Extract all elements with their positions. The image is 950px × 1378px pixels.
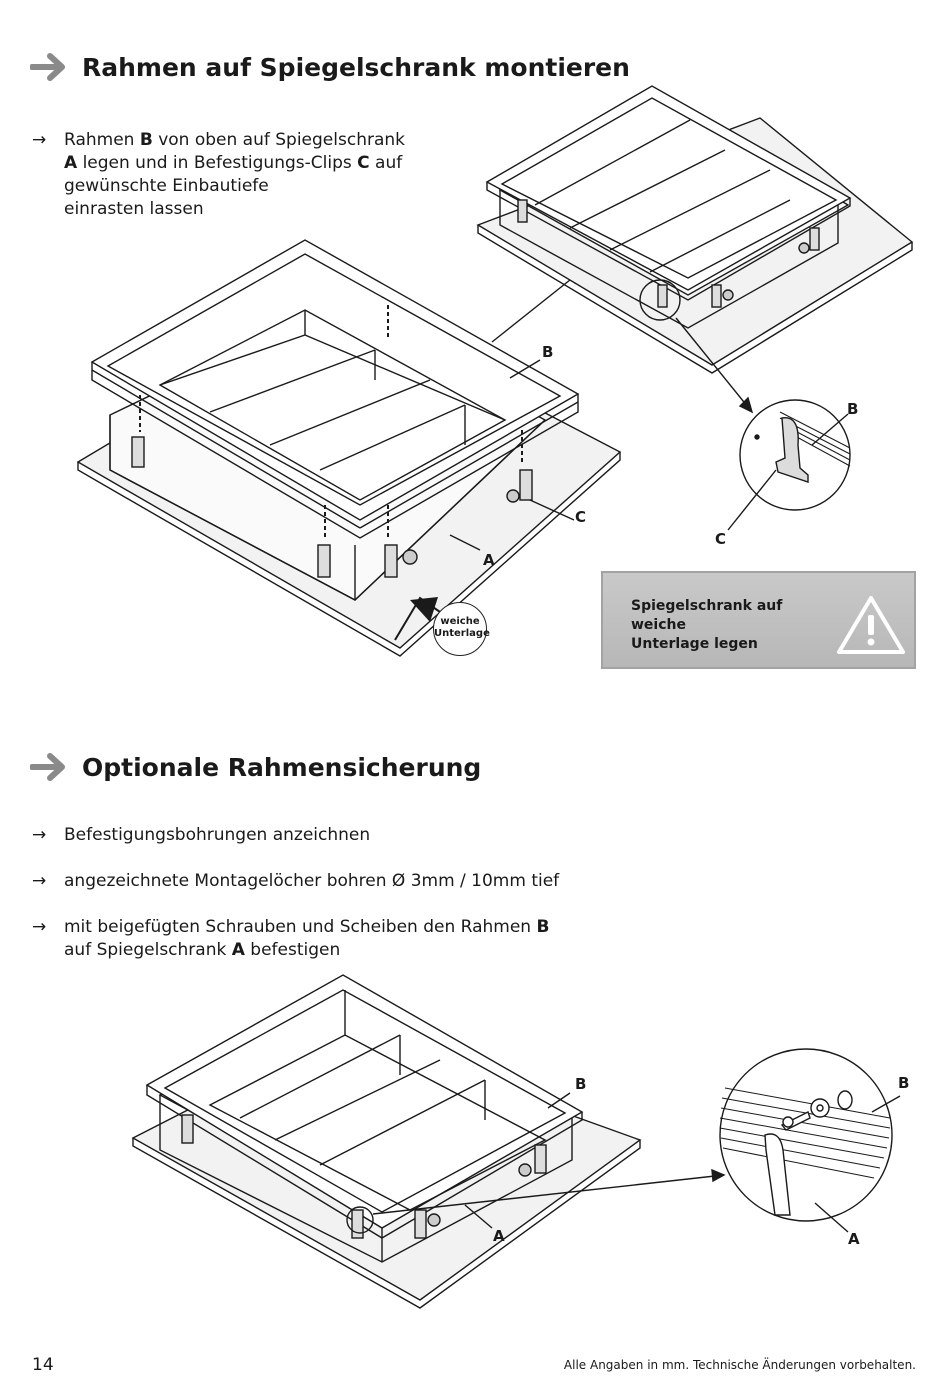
section-title-text: Optionale Rahmensicherung — [82, 752, 482, 782]
section-arrow-icon — [30, 53, 65, 81]
label-detail-frame-b: B — [847, 400, 859, 418]
label-detail-clip-c: C — [715, 530, 727, 548]
instruction-step-drill-holes: → angezeichnete Montagelöcher bohren Ø 3… — [32, 871, 560, 891]
label-cabinet-a: A — [493, 1227, 505, 1245]
instruction-step-mark-holes: → Befestigungsbohrungen anzeichnen — [32, 825, 371, 845]
label-detail-frame-b: B — [898, 1074, 910, 1092]
page-number: 14 — [32, 1355, 54, 1375]
footer-disclaimer: Alle Angaben in mm. Technische Änderunge… — [563, 1358, 916, 1372]
label-cabinet-a: A — [483, 551, 495, 569]
label-clip-c: C — [575, 508, 587, 526]
instruction-step-fasten-frame: → mit beigefügten Schrauben und Scheiben… — [32, 917, 550, 960]
section-title-optional-securing: Optionale Rahmensicherung — [30, 752, 481, 782]
instruction-text: Rahmen B von oben auf Spiegelschrank A l… — [64, 130, 405, 219]
soft-underlay-badge: weiche Unterlage — [433, 602, 490, 656]
section-arrow-icon — [30, 753, 65, 781]
label-frame-b: B — [575, 1075, 587, 1093]
instruction-text: mit beigefügten Schrauben und Scheiben d… — [64, 917, 550, 960]
warning-triangle-icon — [837, 596, 905, 654]
frame-mounting-illustration — [76, 85, 914, 657]
label-frame-b: B — [542, 343, 554, 361]
section-title-mount-frame: Rahmen auf Spiegelschrank montieren — [30, 52, 630, 82]
warning-box: Spiegelschrank auf weiche Unterlage lege… — [601, 571, 916, 669]
instruction-step-place-frame: → Rahmen B von oben auf Spiegelschrank A… — [32, 130, 405, 219]
label-detail-cabinet-a: A — [848, 1230, 860, 1248]
instruction-text: angezeichnete Montagelöcher bohren Ø 3mm… — [64, 871, 560, 891]
instruction-text: Befestigungsbohrungen anzeichnen — [64, 825, 371, 845]
warning-text: Spiegelschrank auf weiche Unterlage lege… — [631, 598, 783, 652]
section-title-text: Rahmen auf Spiegelschrank montieren — [82, 52, 630, 82]
